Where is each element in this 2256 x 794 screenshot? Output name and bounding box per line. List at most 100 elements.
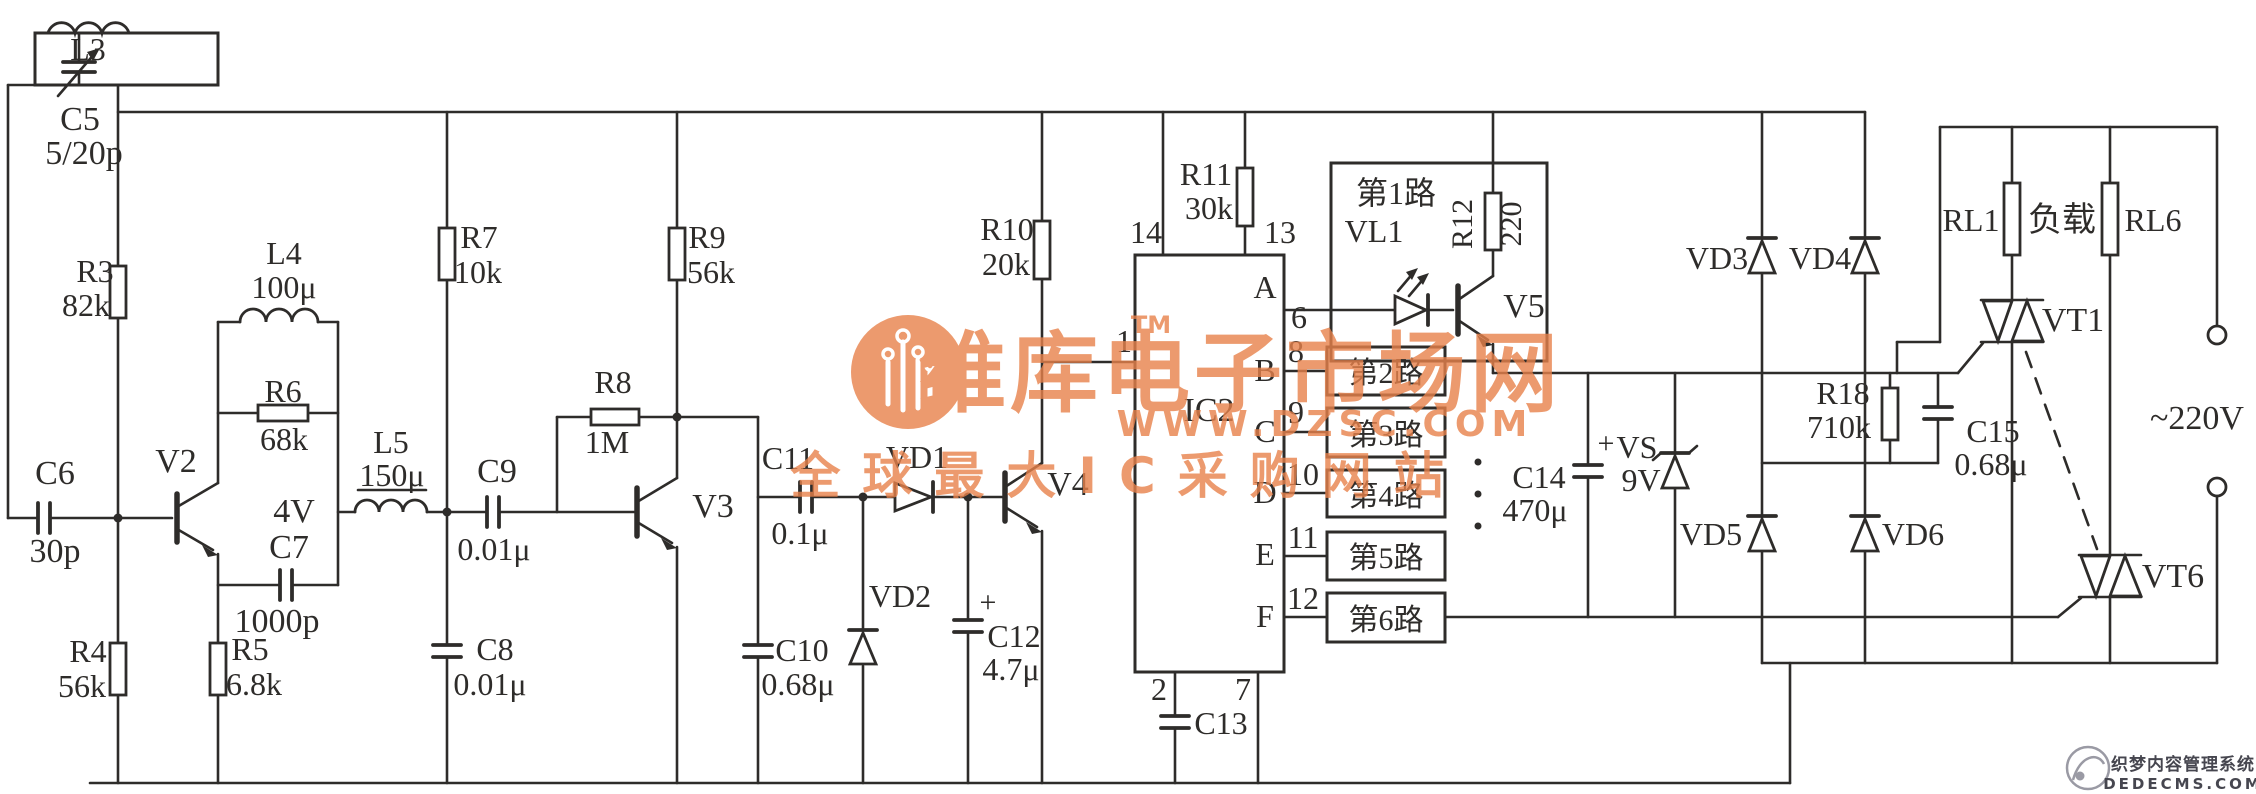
inductor-L5 xyxy=(353,498,429,514)
led-arrow-2 xyxy=(1417,273,1429,285)
label-ch4: 第4路 xyxy=(1349,480,1424,513)
label-pinC: C xyxy=(1254,413,1275,449)
label-pin8: 8 xyxy=(1288,333,1304,369)
junction-dot xyxy=(442,507,452,517)
label-L5: L5 xyxy=(373,424,409,460)
label-C12: C12 xyxy=(987,618,1040,654)
label-ch6: 第6路 xyxy=(1349,604,1424,637)
channel6-box xyxy=(1325,591,1447,644)
watermark-brand: 维库电子市场网 xyxy=(918,322,1562,425)
label-VT6: VT6 xyxy=(2142,558,2204,595)
label-R9: R9 xyxy=(688,219,725,255)
label-pin1: 1 xyxy=(1116,323,1132,359)
label-R12-value: 220 xyxy=(1495,202,1528,247)
resistor-R12 xyxy=(1483,191,1503,252)
label-R8-value: 1M xyxy=(585,424,629,460)
watermark-slogan: 全球最大IC采购网站 xyxy=(789,447,1465,505)
emitter-arrow-V2 xyxy=(202,545,218,557)
resistor-R10 xyxy=(1032,219,1052,281)
label-pinD: D xyxy=(1253,474,1276,510)
label-pin2: 2 xyxy=(1151,671,1167,707)
diode-VD5 xyxy=(1746,515,1778,553)
label-pinB: B xyxy=(1254,352,1275,388)
junction-dot xyxy=(963,492,973,502)
label-C6-value: 30p xyxy=(30,533,81,570)
ellipsis-dot xyxy=(1474,522,1482,530)
label-R6-value: 68k xyxy=(260,421,308,457)
label-R7: R7 xyxy=(460,219,497,255)
label-R6: R6 xyxy=(264,373,301,409)
triac-VT1-right xyxy=(2009,297,2046,343)
junction-dot xyxy=(113,513,123,523)
diode-VD6 xyxy=(1849,515,1881,553)
label-R8: R8 xyxy=(594,364,631,400)
label-C14-plus: + xyxy=(1598,427,1615,460)
label-C13: C13 xyxy=(1194,705,1247,741)
label-R11: R11 xyxy=(1180,156,1232,192)
wire xyxy=(175,527,215,552)
watermark-url: WWW.DZSC.COM xyxy=(1117,404,1534,445)
label-C5: C5 xyxy=(60,101,100,138)
footer-cms-url: DEDECMS.COM xyxy=(2103,775,2256,793)
ic2-box xyxy=(1133,253,1286,674)
label-ch3: 第3路 xyxy=(1349,419,1424,452)
label-VL1: VL1 xyxy=(1345,213,1404,249)
channel1-box xyxy=(1329,161,1549,363)
inductor-L3 xyxy=(46,21,131,39)
led-arrow-1 xyxy=(1406,268,1418,280)
resistor-RL6 xyxy=(2100,181,2120,257)
resistor-R18 xyxy=(1880,386,1900,442)
wire xyxy=(56,50,98,98)
label-pinA: A xyxy=(1253,269,1276,305)
label-C15-value: 0.68μ xyxy=(1954,446,2027,482)
wire xyxy=(2056,596,2083,619)
label-C7: C7 xyxy=(269,529,309,566)
ac-terminal-bottom xyxy=(2206,476,2228,498)
wire xyxy=(1003,505,1039,529)
watermark-logo-node xyxy=(924,360,936,372)
label-ch1: 第1路 xyxy=(1356,175,1436,211)
label-ch2: 第2路 xyxy=(1349,357,1424,390)
label-pinE: E xyxy=(1255,536,1275,572)
label-C11: C11 xyxy=(762,440,814,476)
label-R11-value: 30k xyxy=(1185,190,1233,226)
watermark-tm: TM xyxy=(1131,311,1171,339)
label-VS-value: 9V xyxy=(1621,462,1660,498)
label-R5: R5 xyxy=(231,631,268,667)
label-VD2: VD2 xyxy=(869,578,931,614)
resistor-RL1 xyxy=(2002,181,2022,257)
label-VT1: VT1 xyxy=(2042,302,2104,339)
junction-dot xyxy=(858,492,868,502)
footer-logo-circle xyxy=(2065,745,2111,791)
ac-terminal-top xyxy=(2206,324,2228,346)
wire xyxy=(175,481,220,509)
label-R4-value: 56k xyxy=(58,668,106,704)
circuit-layer xyxy=(6,21,2228,785)
label-C14: C14 xyxy=(1512,459,1565,495)
diode-VD3 xyxy=(1746,237,1778,275)
footer-logo-swirl xyxy=(2071,755,2106,781)
channel4-box xyxy=(1325,468,1447,519)
label-pin6: 6 xyxy=(1291,299,1307,335)
label-pin12: 12 xyxy=(1287,580,1319,616)
label-pin14: 14 xyxy=(1130,214,1162,250)
label-R4: R4 xyxy=(69,633,106,669)
channel2-box xyxy=(1325,345,1447,397)
label-L5-value: 150μ xyxy=(359,457,424,493)
watermark-logo-node xyxy=(881,347,895,361)
label-R3: R3 xyxy=(76,253,113,289)
label-VD4: VD4 xyxy=(1789,240,1851,276)
watermark-logo-node xyxy=(895,328,911,344)
label-C10: C10 xyxy=(775,632,828,668)
label-R10-value: 20k xyxy=(982,246,1030,282)
label-L3: L3 xyxy=(70,31,106,67)
label-R10: R10 xyxy=(980,211,1033,247)
resistor-R3 xyxy=(108,264,128,320)
label-C10-value: 0.68μ xyxy=(761,666,834,702)
wire xyxy=(1456,274,1495,302)
label-VD6: VD6 xyxy=(1882,516,1944,552)
labels-layer: L3C55/20pR382kC630pR456kV2L4100μR668k4VC… xyxy=(30,31,2245,741)
